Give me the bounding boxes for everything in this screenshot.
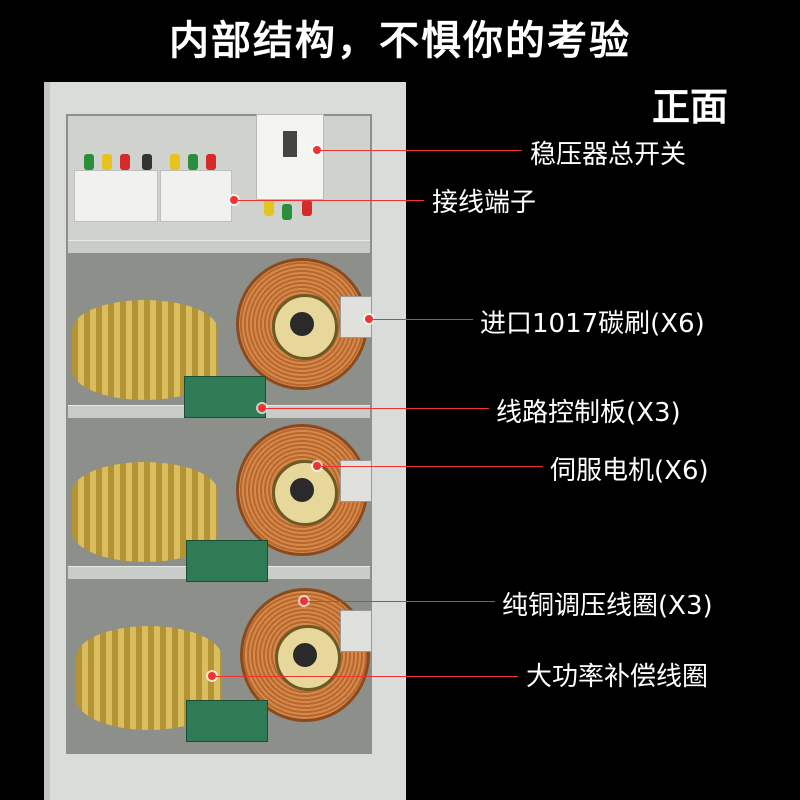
label-terminal-block: 接线端子 bbox=[432, 188, 537, 218]
copper-coil-3 bbox=[240, 588, 370, 722]
label-main-switch: 稳压器总开关 bbox=[530, 140, 687, 170]
callout-dot bbox=[313, 462, 321, 470]
callout-dot bbox=[230, 196, 238, 204]
control-board-1 bbox=[184, 376, 266, 418]
label-servo-motor: 伺服电机(X6) bbox=[550, 456, 709, 486]
view-label: 正面 bbox=[652, 85, 729, 129]
label-carbon-brush: 进口1017碳刷(X6) bbox=[480, 309, 705, 339]
callout-line bbox=[308, 601, 495, 602]
callout-line bbox=[216, 676, 518, 677]
callout-dot bbox=[300, 597, 308, 605]
output-terminal bbox=[160, 170, 232, 222]
callout-dot bbox=[258, 404, 266, 412]
label-copper-coil: 纯铜调压线圈(X3) bbox=[502, 591, 713, 621]
control-board-3 bbox=[186, 700, 268, 742]
label-compensation-coil: 大功率补偿线圈 bbox=[526, 662, 709, 692]
callout-line bbox=[373, 319, 473, 320]
control-board-2 bbox=[186, 540, 268, 582]
main-breaker bbox=[256, 114, 324, 200]
callout-line bbox=[321, 150, 522, 151]
input-terminal bbox=[74, 170, 158, 222]
callout-line bbox=[238, 200, 424, 201]
page-title: 内部结构，不惧你的考验 bbox=[169, 18, 631, 64]
callout-dot bbox=[313, 146, 321, 154]
label-control-board: 线路控制板(X3) bbox=[496, 398, 681, 428]
callout-line bbox=[321, 466, 543, 467]
callout-line bbox=[266, 408, 489, 409]
callout-dot bbox=[208, 672, 216, 680]
callout-dot bbox=[365, 315, 373, 323]
